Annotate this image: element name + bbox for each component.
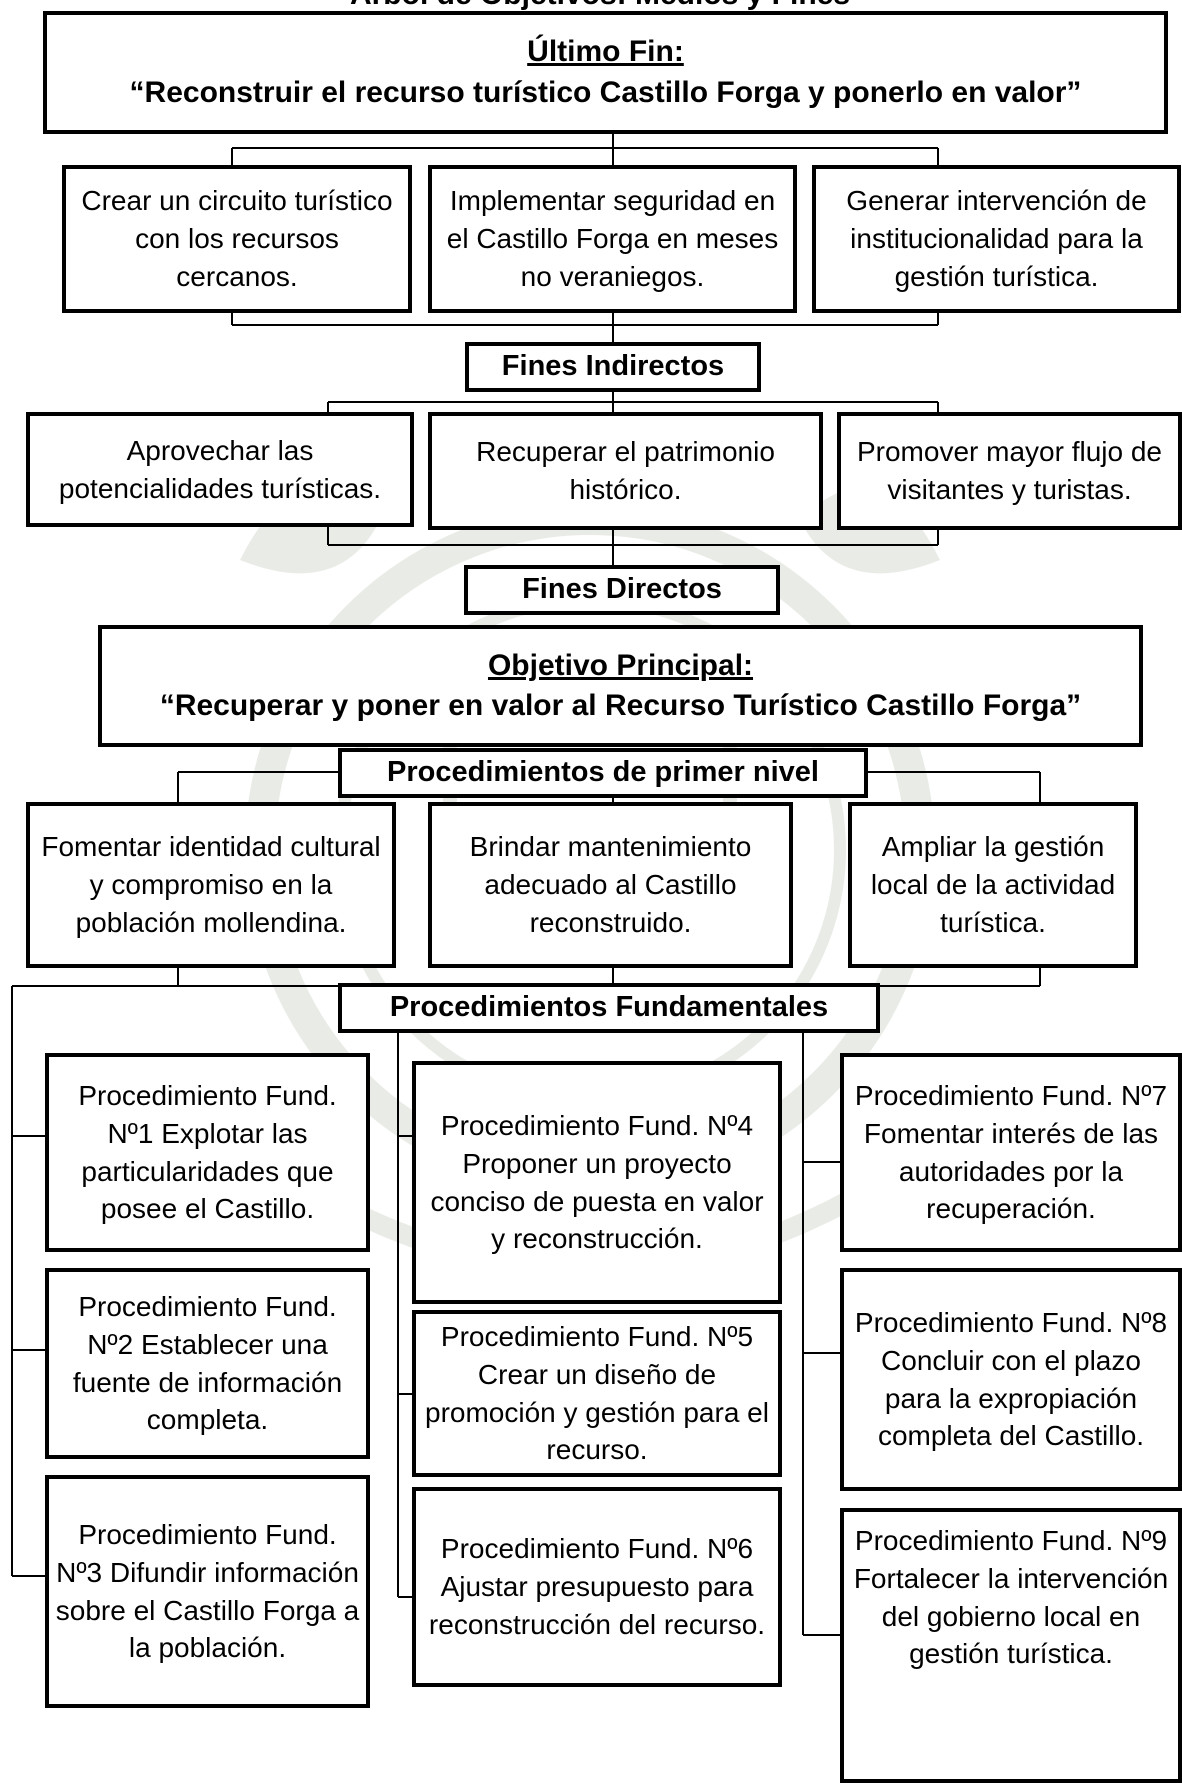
fin-superior-box: Implementar seguridad en el Castillo For… [428,165,797,313]
procedimiento-fund-box: Procedimiento Fund. Nº6 Ajustar presupue… [412,1487,782,1687]
primer-nivel-box: Fomentar identidad cultural y compromiso… [26,802,396,968]
primer-nivel-label: Procedimientos de primer nivel [338,748,868,798]
fin-superior-box: Crear un circuito turístico con los recu… [62,165,412,313]
objetivo-principal-text: “Recuperar y poner en valor al Recurso T… [159,689,1082,722]
procedimiento-fund-box: Procedimiento Fund. Nº2 Establecer una f… [45,1268,370,1459]
procedimiento-fund-box: Procedimiento Fund. Nº7 Fomentar interés… [840,1053,1182,1252]
fines-directos-label: Fines Directos [464,565,780,615]
fin-directo-box: Promover mayor flujo de visitantes y tur… [837,412,1182,530]
ultimo-fin-label: Último Fin: [527,35,684,68]
fin-superior-box: Generar intervención de institucionalida… [812,165,1181,313]
procedimiento-fund-box: Procedimiento Fund. Nº3 Difundir informa… [45,1475,370,1708]
primer-nivel-box: Ampliar la gestión local de la actividad… [848,802,1138,968]
procedimiento-fund-box: Procedimiento Fund. Nº4 Proponer un proy… [412,1061,782,1304]
ultimo-fin-text: “Reconstruir el recurso turístico Castil… [129,75,1082,109]
fundamentales-label: Procedimientos Fundamentales [338,983,880,1033]
procedimiento-fund-box: Procedimiento Fund. Nº9 Fortalecer la in… [840,1508,1182,1783]
procedimiento-fund-box: Procedimiento Fund. Nº8 Concluir con el … [840,1268,1182,1491]
objetivo-principal-box: Objetivo Principal: “Recuperar y poner e… [98,625,1143,747]
procedimiento-fund-box: Procedimiento Fund. Nº5 Crear un diseño … [412,1310,782,1477]
fin-directo-box: Aprovechar las potencialidades turística… [26,412,414,527]
fines-indirectos-label: Fines Indirectos [465,342,761,392]
fin-directo-box: Recuperar el patrimonio histórico. [428,412,823,530]
procedimiento-fund-box: Procedimiento Fund. Nº1 Explotar las par… [45,1053,370,1252]
primer-nivel-box: Brindar mantenimiento adecuado al Castil… [428,802,793,968]
cut-off-heading: Árbol de Objetivos: Medios y Fines [320,0,880,18]
ultimo-fin-box: Último Fin: “Reconstruir el recurso turí… [43,11,1168,134]
objetivo-principal-label: Objetivo Principal: [487,648,754,682]
